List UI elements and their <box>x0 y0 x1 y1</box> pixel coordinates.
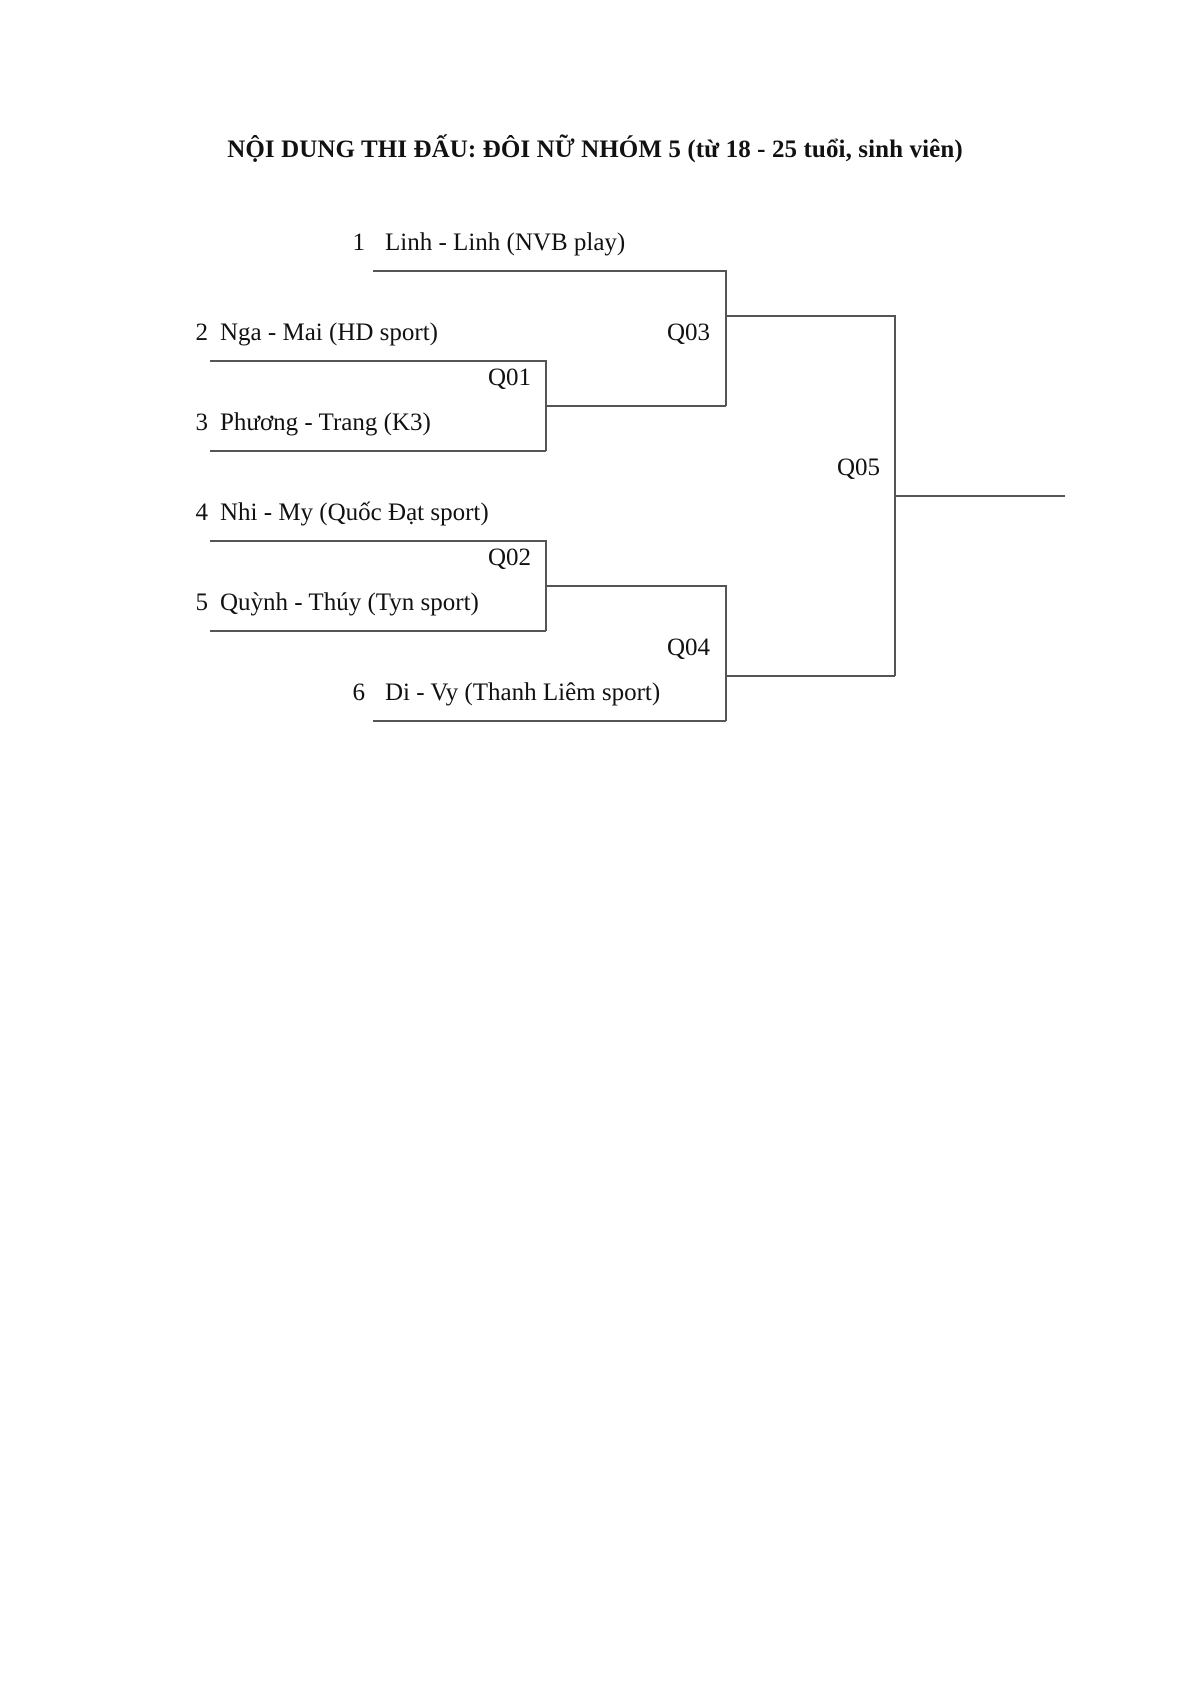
bracket-line <box>373 720 726 722</box>
team-name: Nga - Mai (HD sport) <box>220 319 439 346</box>
team-name: Nhi - My (Quốc Đạt sport) <box>220 499 489 526</box>
seed-number: 5 <box>195 589 209 616</box>
bracket-line <box>210 360 546 362</box>
seed-number: 2 <box>195 319 209 346</box>
bracket-line <box>894 495 1065 497</box>
page-title: NỘI DUNG THI ĐẤU: ĐÔI NỮ NHÓM 5 (từ 18 -… <box>227 136 963 163</box>
match-label: Q05 <box>837 454 881 481</box>
bracket-line <box>210 630 546 632</box>
match-label: Q03 <box>667 319 711 346</box>
seed-number: 6 <box>352 679 366 706</box>
team-name: Di - Vy (Thanh Liêm sport) <box>385 679 661 706</box>
seed-number: 4 <box>195 499 209 526</box>
match-label: Q01 <box>488 364 532 391</box>
bracket-line <box>545 585 726 587</box>
bracket-line <box>210 540 546 542</box>
team-name: Quỳnh - Thúy (Tyn sport) <box>220 589 479 616</box>
bracket-line <box>725 585 727 721</box>
bracket-line <box>725 315 895 317</box>
bracket-line <box>373 270 726 272</box>
match-label: Q04 <box>667 634 711 661</box>
bracket-line <box>545 405 726 407</box>
bracket-line <box>725 675 895 677</box>
team-name: Linh - Linh (NVB play) <box>385 229 626 256</box>
bracket-line <box>210 450 546 452</box>
bracket-line <box>725 270 727 406</box>
match-label: Q02 <box>488 544 532 571</box>
team-name: Phương - Trang (K3) <box>220 409 431 436</box>
seed-number: 3 <box>195 409 209 436</box>
seed-number: 1 <box>352 229 366 256</box>
